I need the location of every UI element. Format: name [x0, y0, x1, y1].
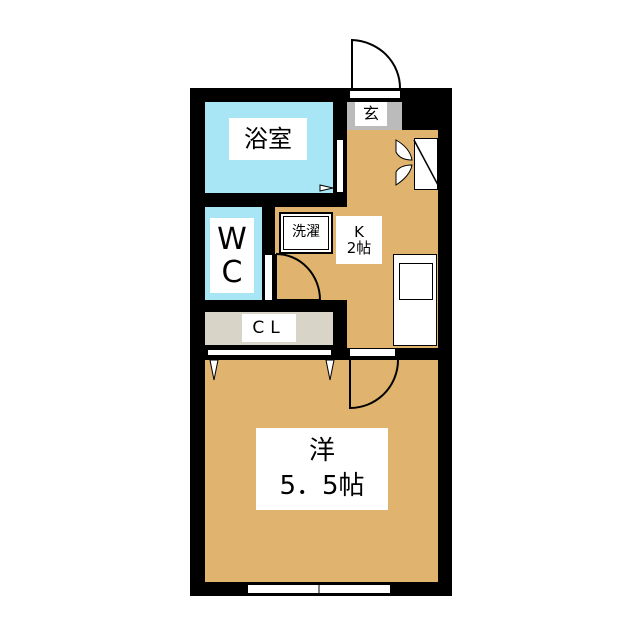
closet-door[interactable]	[207, 349, 332, 356]
laundry-label: 洗濯	[283, 216, 329, 250]
wc-door[interactable]	[265, 255, 272, 300]
entrance-door-frame	[350, 91, 400, 98]
closet-label: CL	[242, 314, 296, 342]
wc-label-c: C	[221, 254, 243, 290]
bath-door[interactable]	[337, 140, 343, 192]
entrance-label: 玄	[355, 102, 387, 126]
refrigerator	[393, 254, 437, 346]
kitchen-label: K 2帖	[336, 216, 382, 264]
laundry-space: 洗濯	[279, 212, 333, 254]
bath-label: 浴室	[229, 118, 307, 160]
kitchen-label-size: 2帖	[346, 239, 372, 257]
wc-label-w: W	[217, 221, 247, 257]
kitchen-label-k: K	[354, 222, 364, 241]
western-room-size: 5．5帖	[279, 471, 365, 501]
western-room-type: 洋	[308, 435, 335, 466]
western-room-label: 洋 5．5帖	[256, 428, 388, 510]
wc-label: W C	[210, 218, 254, 293]
room-door-frame	[350, 349, 395, 356]
